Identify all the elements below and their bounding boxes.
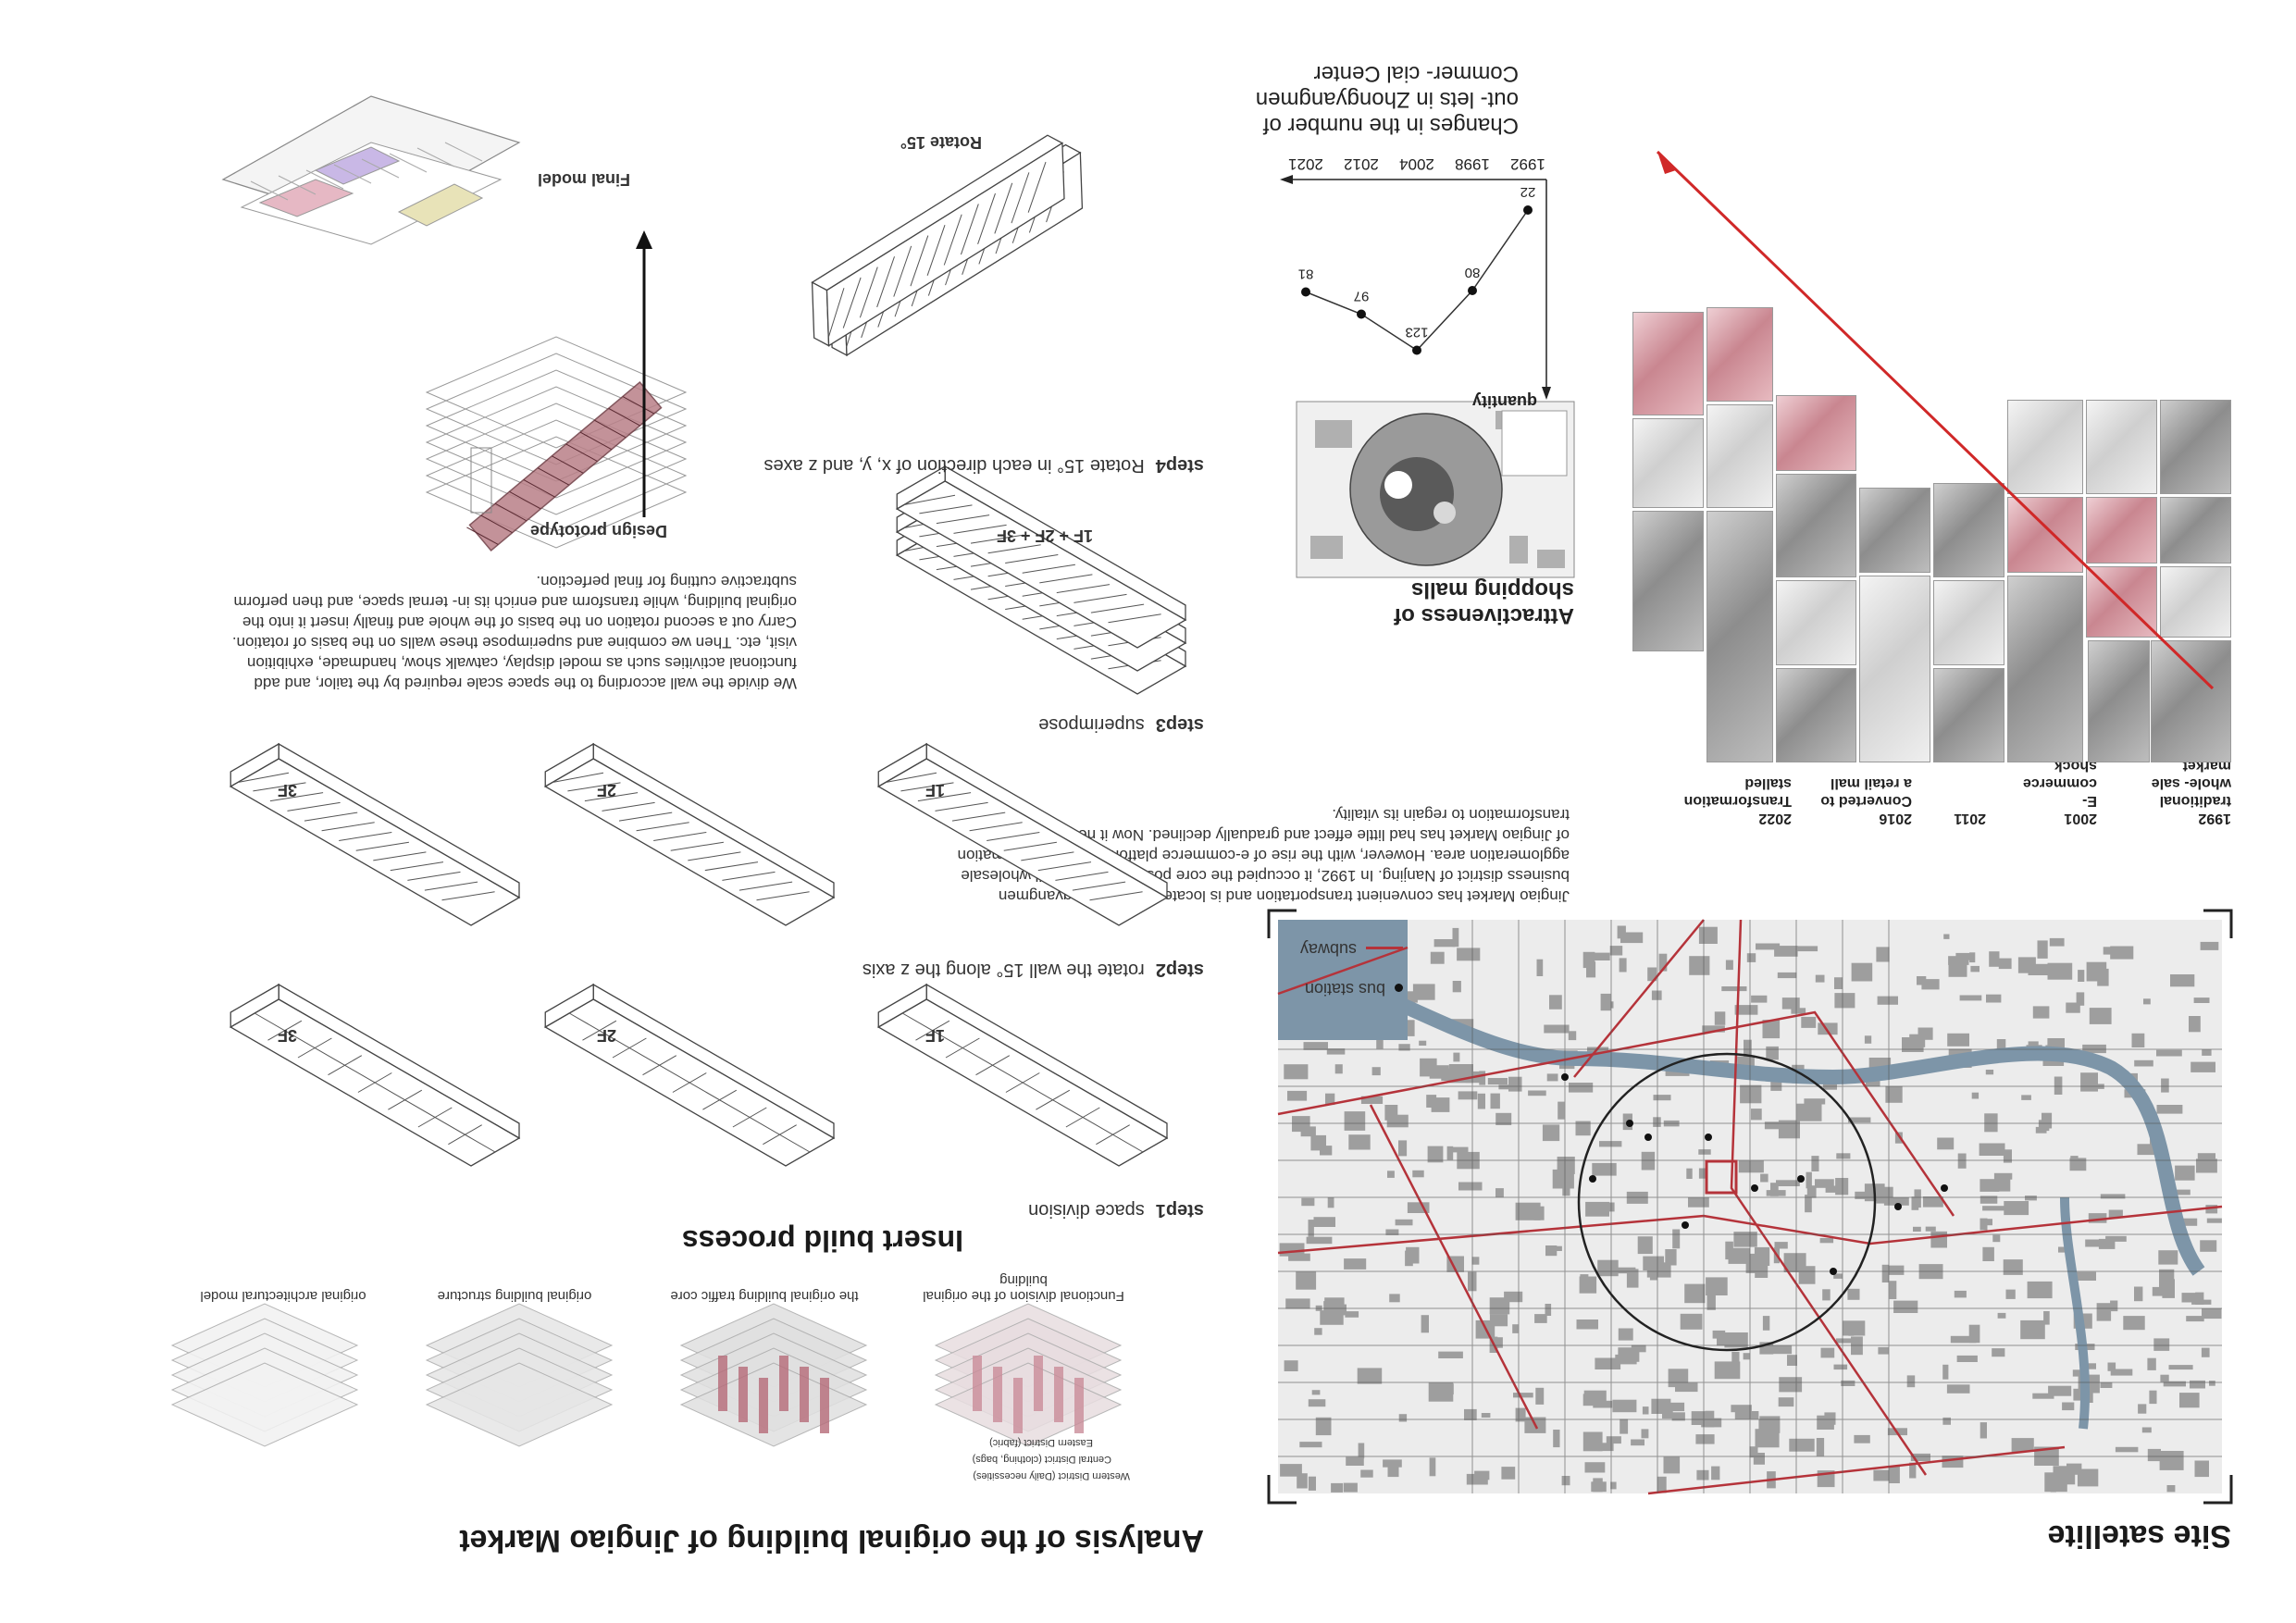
design-prototype-label: Design prototype (529, 522, 667, 540)
river (1331, 968, 2205, 1276)
milestone-2011: 2011 (1954, 811, 1986, 826)
legend-subway-label: subway (1299, 940, 1357, 959)
rotate-label: Rotate 15° (900, 133, 982, 152)
y-axis-arrow-icon (1542, 387, 1551, 400)
final-model (221, 95, 521, 245)
model-caption-4: original architectural model (200, 1288, 366, 1304)
photo-collage (1630, 115, 2231, 762)
analysis-title: Analysis of the original building of Jin… (459, 1523, 1204, 1558)
district-labels: Western District (Daily necessities) Cen… (973, 1434, 1130, 1484)
step4-label: step4Rotate 15° in each direction of x, … (763, 455, 1204, 476)
bus-stations (1561, 1073, 1948, 1275)
x-tick-label: 2012 (1344, 155, 1379, 173)
model-caption-1: Functional division of the original buil… (923, 1272, 1124, 1304)
model-caption-2: the original building traffic core (670, 1288, 859, 1304)
step1-slabs (229, 983, 1169, 1167)
satellite-map (1277, 919, 2223, 1495)
x-tick-label: 1998 (1455, 155, 1490, 173)
district-east: Eastern District (fabric) (989, 1437, 1093, 1448)
legend-bus: bus station (1305, 979, 1403, 998)
data-point (1357, 309, 1366, 319)
data-label: 80 (1465, 265, 1481, 280)
step2-floor-1f: 1F (925, 781, 945, 799)
x-tick-label: 2004 (1399, 155, 1434, 173)
legend-subway: subway (1300, 939, 1403, 959)
outlets-chart: 22 80 123 97 81 1992 1998 2004 2012 2021 (1280, 155, 1551, 400)
step2-slabs (229, 742, 1169, 926)
x-tick-label: 2021 (1288, 155, 1323, 173)
data-point (1468, 286, 1477, 295)
chart-title: Changes in the number of out- lets in Zh… (1255, 61, 1519, 138)
data-label: 97 (1354, 289, 1370, 304)
data-point (1523, 205, 1533, 215)
attractiveness-map (1296, 401, 1575, 578)
data-point (1301, 287, 1310, 297)
site-title: Site satellite (2047, 1518, 2231, 1554)
subway-line-icon (1366, 947, 1403, 950)
analysis-circle (1577, 1052, 1877, 1352)
arrow-head-icon (1657, 152, 1676, 174)
original-models (170, 1303, 1123, 1447)
district-central: Central District (clothing, bags) (972, 1454, 1111, 1465)
step2-floor-3f: 3F (277, 781, 297, 799)
step1-floor-1f: 1F (925, 1026, 945, 1045)
model-caption-3: original building structure (437, 1288, 592, 1304)
insert-title: Insert build process (681, 1224, 963, 1258)
legend-bus-label: bus station (1304, 980, 1385, 998)
arrow-down-icon (636, 230, 652, 249)
data-label: 123 (1405, 325, 1428, 341)
site-marker (1705, 1159, 1738, 1195)
process-arrow (636, 230, 652, 517)
step2-floor-2f: 2F (596, 781, 616, 799)
map-frame (1267, 909, 2233, 1505)
x-axis-arrow-icon (1280, 175, 1293, 184)
data-label: 22 (1520, 184, 1536, 200)
step2-label: step2rotate the wall 15° along the z axi… (862, 960, 1204, 980)
data-point (1412, 345, 1421, 355)
district-west: Western District (Daily necessities) (973, 1470, 1130, 1481)
final-model-label: Final model (537, 170, 630, 189)
timeline-arrow (1656, 150, 2215, 690)
step3-superimposed (895, 465, 1187, 695)
x-tick-label: 1992 (1510, 155, 1545, 173)
data-label: 81 (1298, 266, 1314, 282)
step4-rotated-frame (811, 134, 1084, 357)
step1-floor-2f: 2F (596, 1026, 616, 1045)
y-axis-label: quantity (1472, 392, 1537, 411)
step1-floor-3f: 3F (277, 1026, 297, 1045)
combined-floors-label: 1F + 2F + 3F (996, 527, 1093, 545)
design-prototype-model (425, 336, 688, 551)
lake (1278, 920, 1408, 1040)
insert-description: We divide the wall according to the spac… (231, 573, 797, 692)
step1-label: step1space division (1028, 1200, 1204, 1220)
step3-label: step3superimpose (1038, 714, 1204, 735)
bus-station-icon (1395, 984, 1403, 993)
attractiveness-title: Attractiveness of shopping malls (1394, 577, 1574, 628)
